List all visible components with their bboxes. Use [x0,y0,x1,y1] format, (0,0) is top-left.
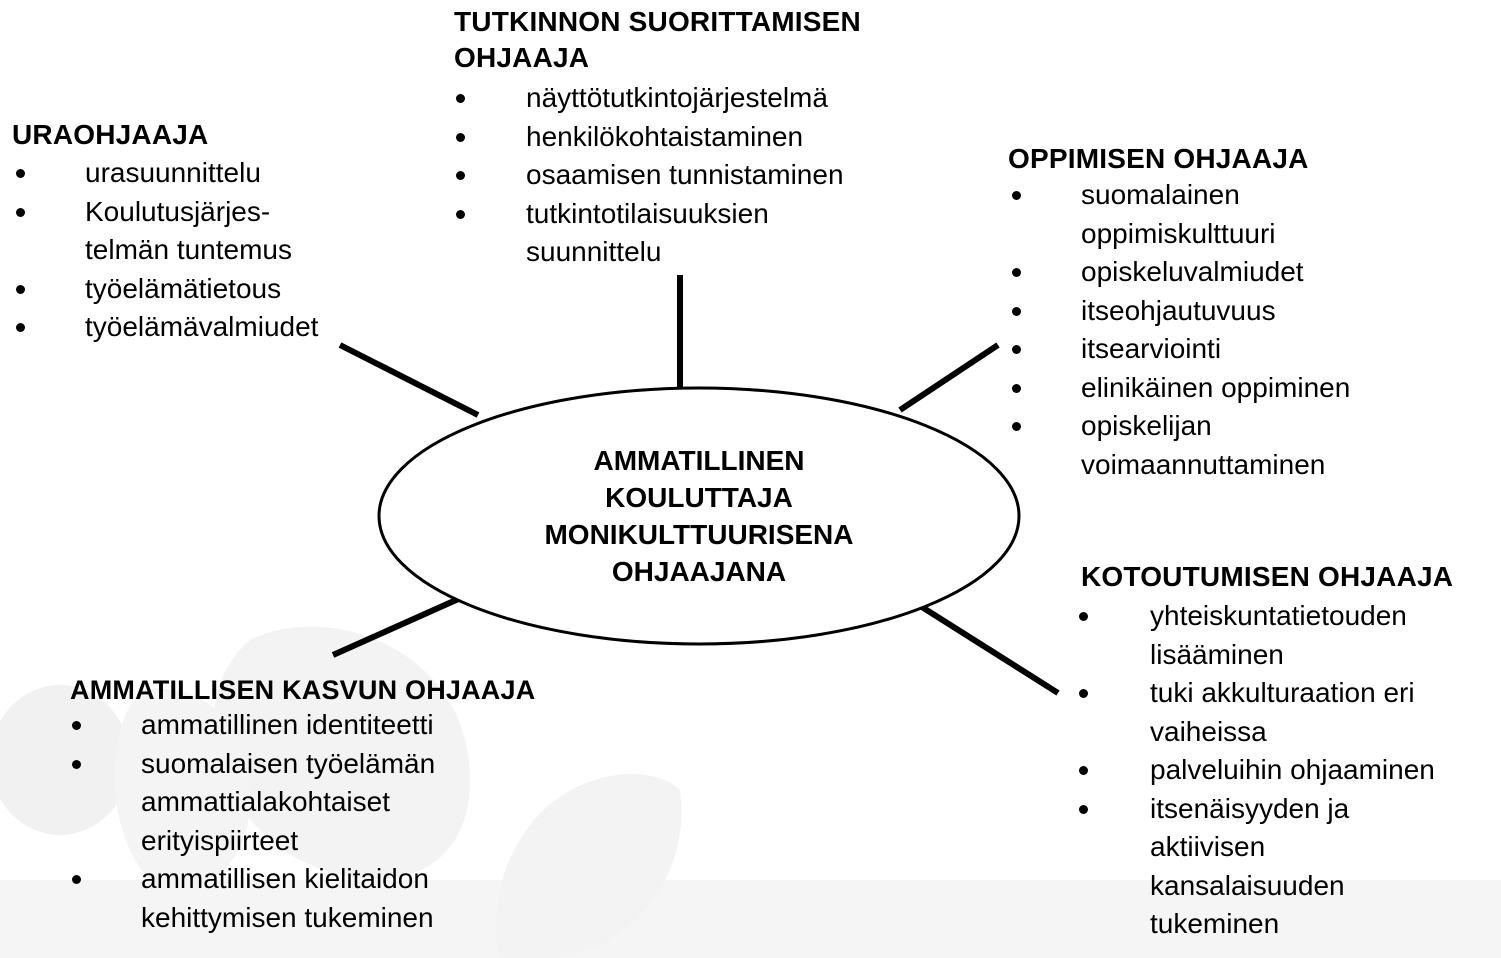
bullet-icon [1079,612,1088,621]
list-item: opiskeluvalmiudet [1008,253,1408,292]
bullet-icon [16,169,25,178]
item-list: ammatillinen identiteetti suomalaisen ty… [70,706,590,937]
bullet-icon [456,94,465,103]
list-item: näyttötutkintojärjestelmä [454,79,934,118]
block-title: OPPIMISEN OHJAAJA [1008,143,1309,174]
list-item: urasuunnittelu [12,154,372,193]
block-kasvun: AMMATILLISEN KASVUN OHJAAJA ammatillinen… [70,673,590,937]
list-item: itsenäisyyden ja aktiivisen kansalaisuud… [1079,790,1499,944]
block-title: AMMATILLISEN KASVUN OHJAAJA [70,675,536,705]
bullet-icon [1012,345,1021,354]
bullet-icon [456,171,465,180]
list-item: palveluihin ohjaaminen [1079,751,1499,790]
list-item: suomalaisen työelämän ammattialakohtaise… [70,745,590,861]
bullet-icon [1079,689,1088,698]
block-kotoutumisen: KOTOUTUMISEN OHJAAJA yhteiskuntatietoude… [1079,560,1499,944]
bullet-icon [1012,191,1021,200]
bullet-icon [16,284,25,294]
list-item: opiskelijan voimaannuttaminen [1008,407,1408,484]
list-item: suomalainen oppimiskulttuuri [1008,176,1408,253]
bullet-icon [1012,306,1021,316]
bullet-icon [1012,422,1021,431]
bullet-icon [72,721,81,730]
block-title: KOTOUTUMISEN OHJAAJA [1081,561,1454,592]
list-item: Koulutusjärjes- telmän tuntemus [12,193,372,270]
bullet-icon [1012,383,1021,393]
block-tutkinnon: TUTKINNON SUORITTAMISEN OHJAAJA näyttötu… [454,4,934,272]
block-title: TUTKINNON SUORITTAMISEN OHJAAJA [454,6,861,73]
list-item: työelämävalmiudet [12,308,372,347]
center-title: AMMATILLINEN KOULUTTAJA MONIKULTTUURISEN… [544,445,854,587]
center-node: AMMATILLINEN KOULUTTAJA MONIKULTTUURISEN… [376,385,1022,647]
list-item: tuki akkulturaation eri vaiheissa [1079,674,1499,751]
center-ellipse [377,386,1021,646]
block-oppimisen: OPPIMISEN OHJAAJA suomalainen oppimiskul… [1008,142,1408,484]
list-item: tutkintotilaisuuksien suunnittelu [454,195,934,272]
bullet-icon [16,323,25,332]
connector-top-right [898,342,1000,413]
bullet-icon [72,759,81,769]
list-item: elinikäinen oppiminen [1008,369,1408,408]
item-list: suomalainen oppimiskulttuuri opiskeluval… [1008,176,1408,484]
bullet-icon [16,207,25,217]
list-item: osaamisen tunnistaminen [454,156,934,195]
list-item: itseohjautuvuus [1008,292,1408,331]
bullet-icon [1079,766,1088,775]
list-item: ammatillisen kielitaidon kehittymisen tu… [70,860,590,937]
block-uraohjaaja: URAOHJAAJA urasuunnittelu Koulutusjärjes… [12,118,372,347]
connector-top-left [338,342,480,418]
item-list: näyttötutkintojärjestelmä henkilökohtais… [454,79,934,272]
bullet-icon [1012,268,1021,277]
bullet-icon [1079,804,1088,814]
list-item: itsearviointi [1008,330,1408,369]
item-list: yhteiskuntatietouden lisääminen tuki akk… [1079,597,1499,944]
item-list: urasuunnittelu Koulutusjärjes- telmän tu… [12,154,372,347]
list-item: työelämätietous [12,270,372,309]
block-title: URAOHJAAJA [12,119,209,150]
list-item: yhteiskuntatietouden lisääminen [1079,597,1499,674]
list-item: ammatillinen identiteetti [70,706,590,745]
bullet-icon [456,209,465,219]
bullet-icon [456,132,465,142]
bullet-icon [72,875,81,884]
list-item: henkilökohtaistaminen [454,118,934,157]
